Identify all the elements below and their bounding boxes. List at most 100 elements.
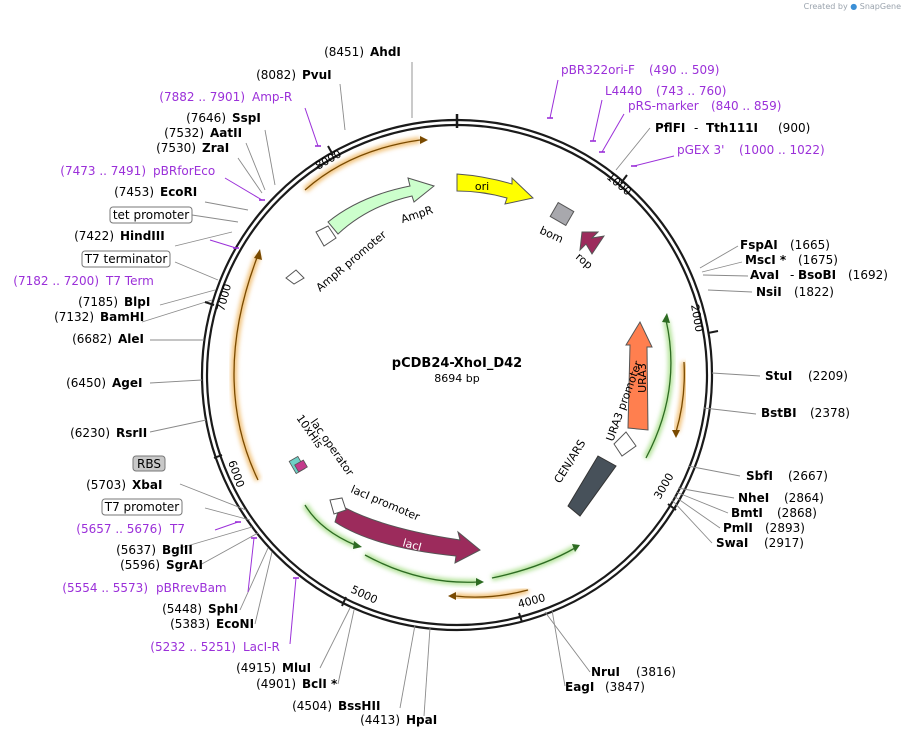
enzyme-name[interactable]: NsiI — [756, 285, 782, 299]
primer-name[interactable]: L4440 — [605, 84, 642, 98]
primer-leader — [224, 177, 263, 201]
cut-site-leader — [399, 624, 416, 709]
enzyme-name[interactable]: BstBI — [761, 406, 797, 420]
enzyme-name[interactable]: EcoNI — [216, 617, 254, 631]
enzyme-name[interactable]: PvuI — [302, 68, 332, 82]
cut-site-leader — [337, 609, 355, 685]
cut-site-leader — [711, 372, 761, 377]
enzyme-name[interactable]: EcoRI — [160, 185, 197, 199]
enzyme-pos: (5703) — [86, 478, 126, 492]
enzyme-pos: (2868) — [777, 506, 817, 520]
enzyme-name[interactable]: RsrII — [116, 426, 147, 440]
enzyme-labels: (8451) AhdI (8082) PvuI (7646) SspI (753… — [54, 45, 888, 727]
enzyme-name[interactable]: BmtI — [731, 506, 763, 520]
tick-5000: 5000 — [341, 583, 380, 607]
primer-name[interactable]: pBR322ori-F — [561, 63, 635, 77]
primer-range: (7473 .. 7491) — [60, 164, 146, 178]
primer-name[interactable]: T7 — [169, 522, 185, 536]
rbs-label[interactable]: RBS — [137, 457, 161, 471]
primer-name[interactable]: T7 Term — [105, 274, 154, 288]
t7-terminator-label[interactable]: T7 terminator — [84, 252, 168, 266]
enzyme-pos: (1692) — [848, 268, 888, 282]
enzyme-pos: (8082) — [256, 68, 296, 82]
cen-ars-label: CEN/ARS — [552, 437, 589, 485]
enzyme-name[interactable]: BlpI — [124, 295, 150, 309]
feature-cen-ars: CEN/ARS — [552, 437, 617, 517]
enzyme-name[interactable]: BamHI — [100, 310, 144, 324]
enzyme-name[interactable]: FspAI — [740, 238, 778, 252]
primer-name[interactable]: pGEX 3' — [677, 143, 724, 157]
svg-text:2000: 2000 — [688, 303, 706, 333]
enzyme-name[interactable]: BclI * — [302, 677, 338, 691]
enzyme-name[interactable]: EagI — [565, 680, 594, 694]
enzyme-name[interactable]: SspI — [232, 111, 261, 125]
primer-name[interactable]: Amp-R — [252, 90, 292, 104]
enzyme-name[interactable]: BglII — [162, 543, 193, 557]
primer-name[interactable]: pBRrevBam — [156, 581, 227, 595]
tet-promoter-label[interactable]: tet promoter — [113, 208, 189, 222]
cut-site-leader — [174, 231, 233, 247]
cut-site-leader — [703, 407, 757, 415]
enzyme-name[interactable]: SgrAI — [166, 558, 203, 572]
enzyme-name[interactable]: NruI — [591, 665, 620, 679]
cut-site-leader — [191, 214, 239, 223]
primer-range: (5232 .. 5251) — [150, 640, 236, 654]
enzyme-name[interactable]: SbfI — [746, 469, 773, 483]
primer-leader — [592, 99, 603, 142]
enzyme-pos: (1822) — [794, 285, 834, 299]
primer-leader — [289, 577, 297, 645]
primer-leader — [247, 537, 255, 593]
enzyme-name[interactable]: SwaI — [716, 536, 748, 550]
enzyme-pos: (1675) — [798, 253, 838, 267]
primer-range: (1000 .. 1022) — [739, 143, 825, 157]
enzyme-name[interactable]: SphI — [208, 602, 238, 616]
enzyme-pos: (5596) — [120, 558, 160, 572]
feature-ampr: AmpR — [327, 177, 436, 235]
enzyme-pos: (7530) — [156, 141, 196, 155]
enzyme-name[interactable]: AleI — [118, 332, 144, 346]
cut-site-leader — [673, 495, 721, 529]
t7-promoter-label[interactable]: T7 promoter — [104, 500, 180, 514]
enzyme-name[interactable]: AgeI — [112, 376, 142, 390]
enzyme-pos: (8451) — [324, 45, 364, 59]
orf-laci-green — [302, 503, 362, 549]
enzyme-pos: (6450) — [66, 376, 106, 390]
enzyme-name[interactable]: MluI — [282, 661, 311, 675]
enzyme-name[interactable]: Tth111I — [706, 121, 758, 135]
cut-site-leader — [544, 611, 591, 673]
enzyme-name[interactable]: HpaI — [406, 713, 437, 727]
enzyme-name[interactable]: HindIII — [120, 229, 165, 243]
primer-name[interactable]: pBRforEco — [153, 164, 215, 178]
enzyme-pos: (4901) — [256, 677, 296, 691]
boxed-labels: tet promoter T7 terminator RBS T7 promot… — [81, 206, 193, 516]
enzyme-name[interactable]: ZraI — [202, 141, 229, 155]
snapgene-logo-icon: ● — [850, 2, 858, 11]
enzyme-name[interactable]: XbaI — [132, 478, 162, 492]
primer-leader — [304, 107, 319, 147]
primer-range: (743 .. 760) — [656, 84, 726, 98]
enzyme-name[interactable]: PmlI — [723, 521, 753, 535]
primer-name[interactable]: pRS-marker — [628, 99, 699, 113]
cut-site-leader — [675, 491, 729, 514]
backbone — [200, 114, 714, 632]
enzyme-name[interactable]: NheI — [738, 491, 769, 505]
cut-site-leader — [179, 483, 247, 511]
orf-bottom-orange — [448, 587, 529, 601]
enzyme-name[interactable]: MscI * — [745, 253, 787, 267]
tick-4000: 4000 — [516, 591, 547, 623]
enzyme-name[interactable]: BsoBI — [798, 268, 836, 282]
enzyme-name[interactable]: StuI — [765, 369, 792, 383]
cut-site-leader — [319, 607, 351, 669]
cut-site-leader — [149, 379, 203, 384]
primer-name[interactable]: LacI-R — [243, 640, 280, 654]
primer-range: (840 .. 859) — [711, 99, 781, 113]
created-by-text: Created by — [803, 2, 848, 11]
primer-labels: (7882 .. 7901) Amp-R (7473 .. 7491) pBRf… — [13, 63, 824, 654]
enzyme-name[interactable]: BssHII — [338, 699, 380, 713]
enzyme-name[interactable]: AvaI — [750, 268, 779, 282]
enzyme-name[interactable]: AatII — [210, 126, 242, 140]
ori-label: ori — [475, 180, 489, 193]
enzyme-name[interactable]: PflFI — [655, 121, 685, 135]
enzyme-name[interactable]: AhdI — [370, 45, 401, 59]
orf-bottom-green-2 — [491, 544, 580, 581]
